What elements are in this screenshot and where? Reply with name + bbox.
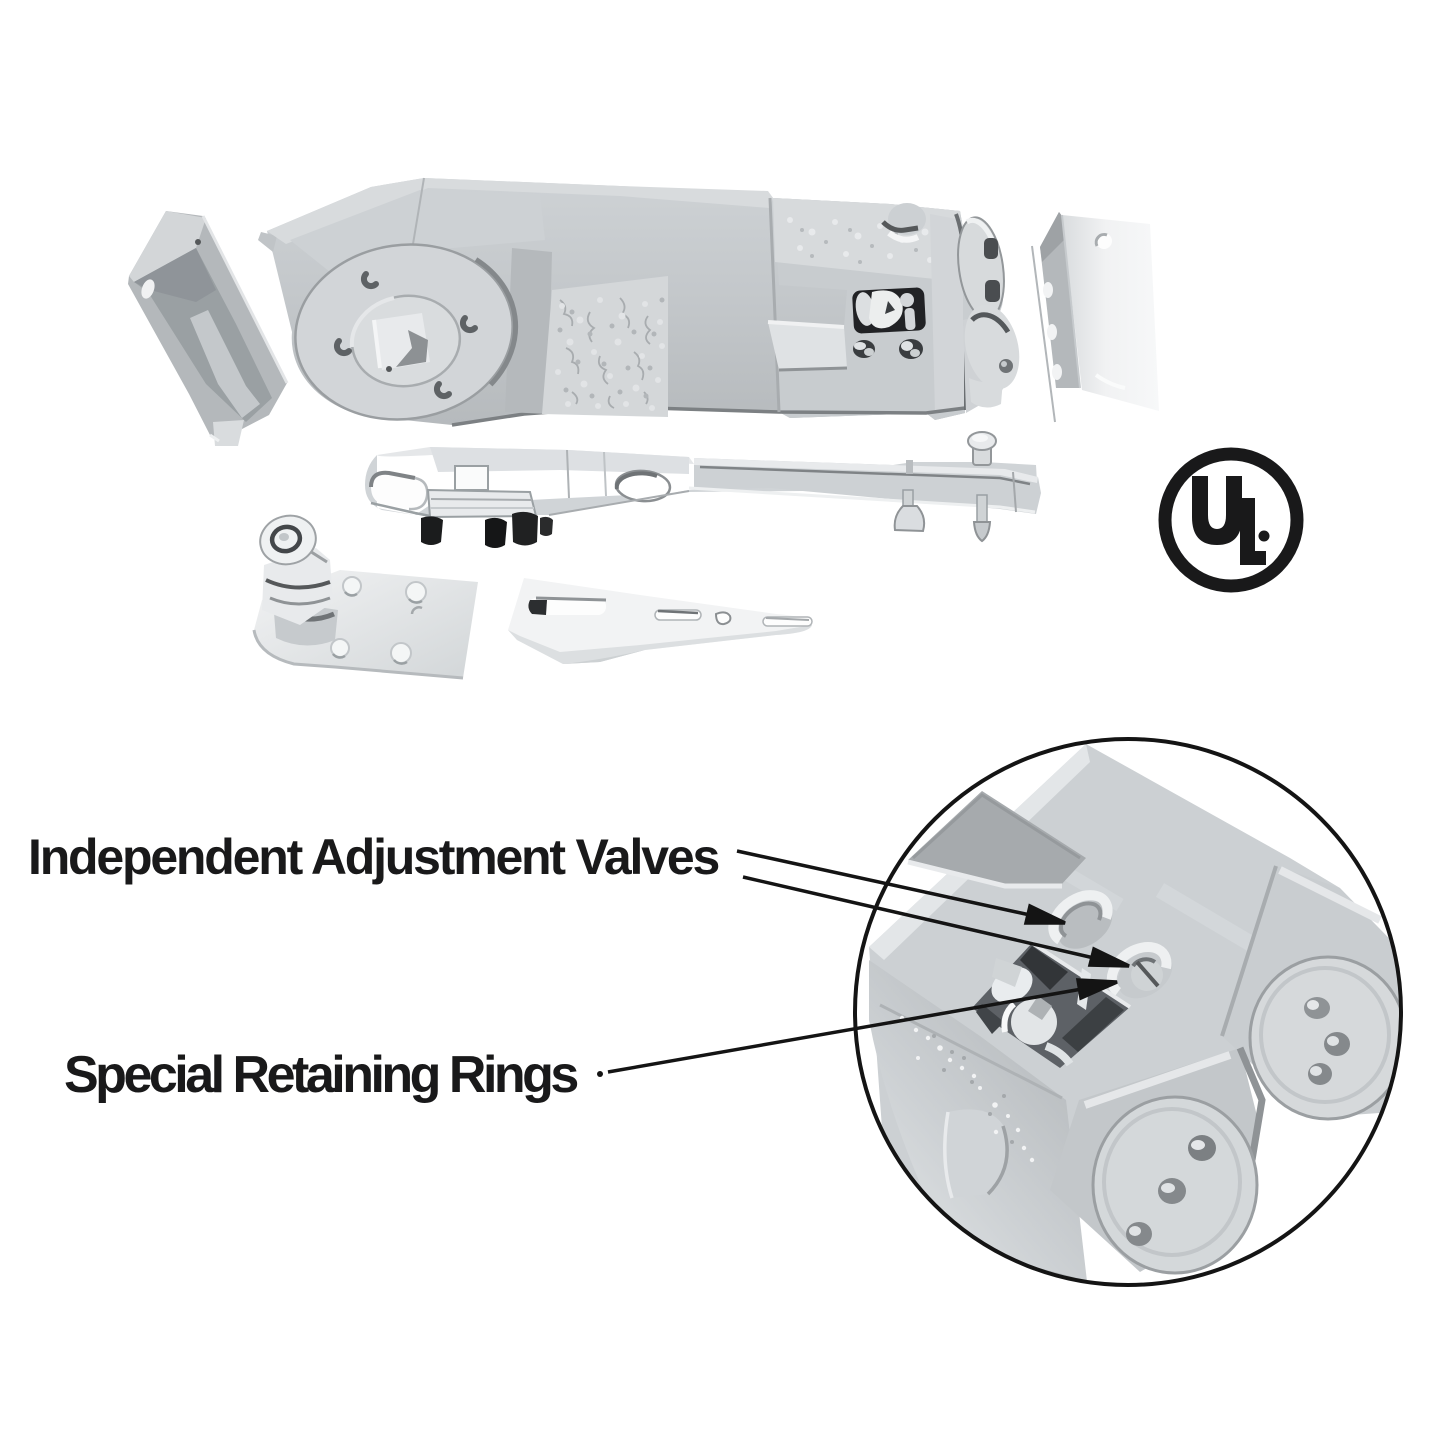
svg-text:Independent Adjustment Valves: Independent Adjustment Valves	[28, 829, 718, 885]
svg-text:Special Retaining Rings: Special Retaining Rings	[64, 1046, 577, 1104]
